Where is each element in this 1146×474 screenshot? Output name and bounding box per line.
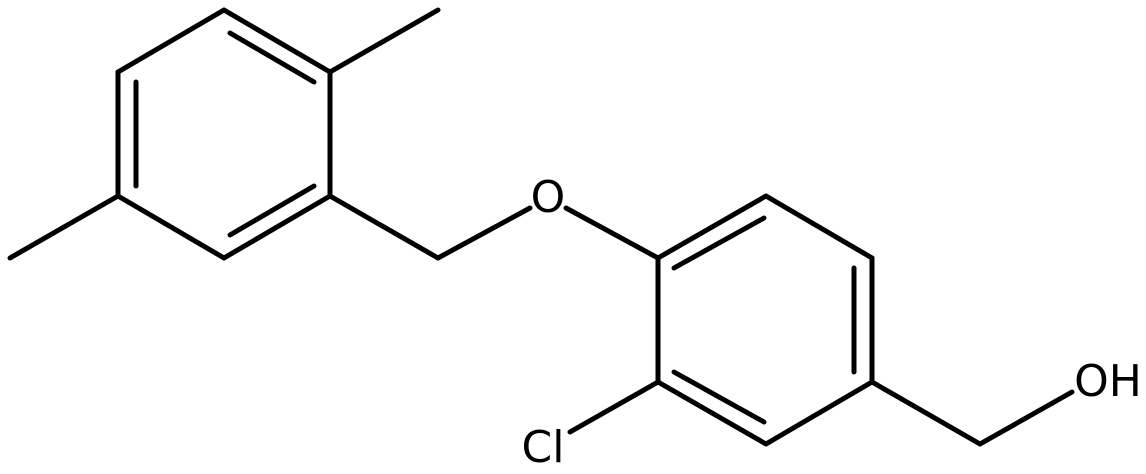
ring-b-bond-5-inner bbox=[671, 369, 767, 425]
ring-to-chlorine-bond bbox=[567, 379, 661, 435]
chlorophenyl-ring bbox=[655, 193, 875, 447]
ring-to-ch2oh-bond bbox=[869, 379, 983, 447]
dimethylphenyl-ring bbox=[115, 7, 333, 261]
methyl-bond-left bbox=[7, 193, 121, 261]
ring-b-bond-2 bbox=[763, 193, 875, 261]
ch2-to-oxygen-bond bbox=[435, 205, 533, 261]
ether-oxygen-label: O bbox=[531, 172, 566, 223]
ring-a-bond-1-inner bbox=[227, 30, 317, 85]
ring-a-bond-3 bbox=[221, 193, 333, 261]
ring-b-bond-5 bbox=[655, 379, 769, 447]
ch2-to-hydroxyl-bond bbox=[977, 389, 1075, 447]
chlorine-label: Cl bbox=[522, 422, 565, 473]
ring-a-bond-4 bbox=[115, 193, 227, 261]
oxygen-to-ring-bond bbox=[563, 205, 661, 261]
ring-a-bond-1 bbox=[221, 7, 333, 75]
ring-to-ch2-bond bbox=[327, 193, 441, 261]
ring-a-bond-6 bbox=[115, 7, 227, 75]
ring-a-bond-3-inner bbox=[227, 183, 317, 238]
ring-b-bond-4 bbox=[763, 379, 875, 447]
ring-b-bond-1 bbox=[655, 193, 769, 261]
methyl-bond-top bbox=[327, 7, 441, 75]
ring-b-bond-1-inner bbox=[671, 215, 767, 271]
hydroxyl-label: OH bbox=[1074, 356, 1142, 407]
